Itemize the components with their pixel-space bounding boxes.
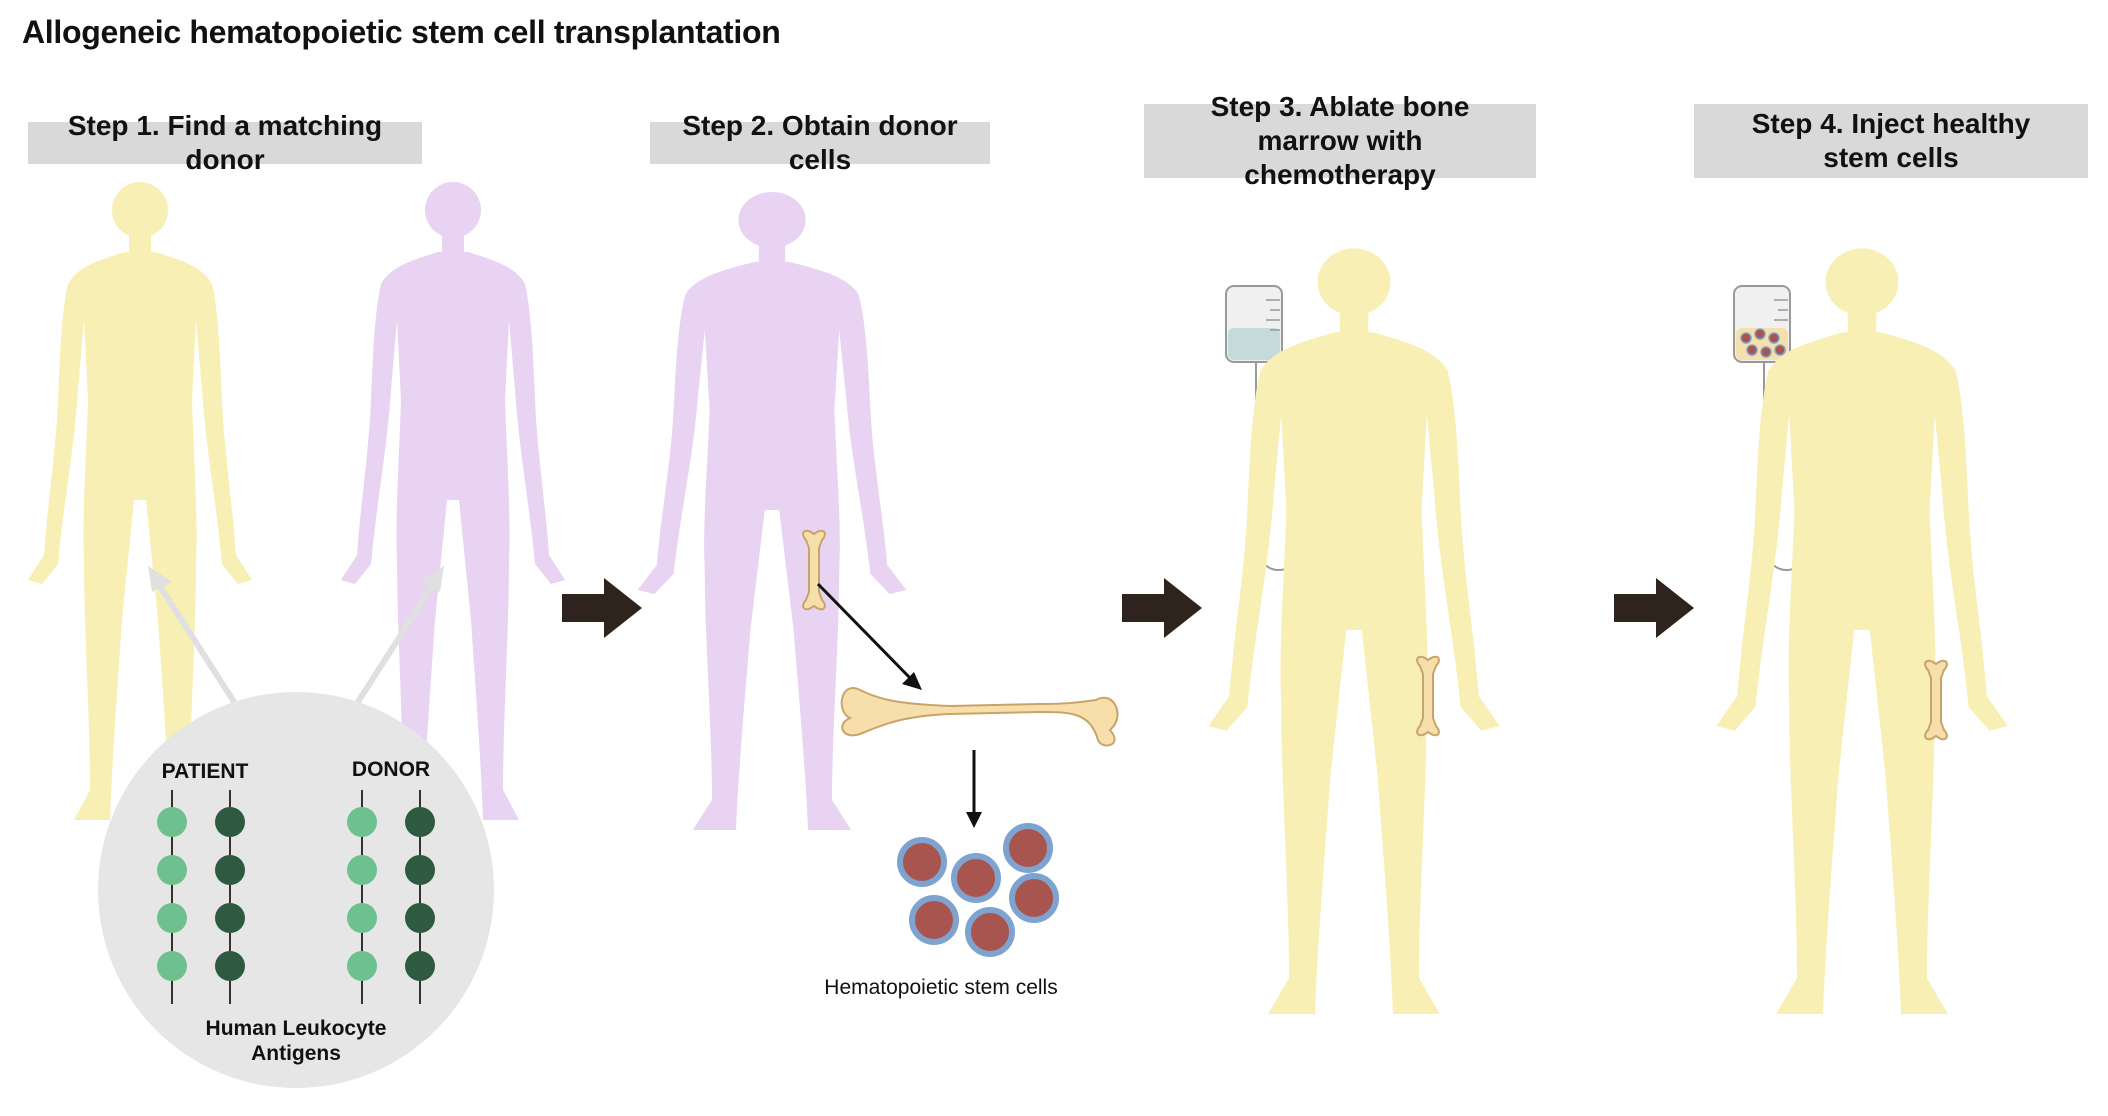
hla-caption: Human Leukocyte Antigens (205, 1017, 387, 1065)
stem-cells-cluster (897, 823, 1059, 957)
patient-chromosome-2 (215, 790, 245, 1004)
stem-cell (897, 837, 947, 887)
step-2-text: Step 2. Obtain donor cells (682, 110, 958, 175)
bag-cell (1774, 344, 1786, 356)
stem-cell (1003, 823, 1053, 873)
hla-panel (98, 692, 494, 1088)
patient-figure-step4 (1716, 248, 2008, 1014)
bag-cell (1754, 328, 1766, 340)
stem-cell (951, 853, 1001, 903)
bag-cell (1746, 344, 1758, 356)
donor-chromosome-1 (347, 790, 377, 1004)
step-1-text: Step 1. Find a matching donor (67, 110, 383, 175)
patient-chromosome-1 (157, 790, 187, 1004)
step-1-label: Step 1. Find a matching donor (28, 110, 422, 175)
donor-figure-step2 (637, 192, 907, 830)
stem-cell (1009, 873, 1059, 923)
step-4-text: Step 4. Inject healthy stem cells (1751, 108, 2031, 173)
step-2-label: Step 2. Obtain donor cells (650, 110, 990, 175)
bag-cell (1740, 332, 1752, 344)
patient-figure-step3 (1208, 248, 1500, 1014)
step-arrow-3 (1614, 578, 1694, 638)
bag-cell (1760, 346, 1772, 358)
femur-large (840, 687, 1119, 747)
iv-bag-stem-cells (1733, 285, 1813, 571)
down-arrow (966, 750, 982, 828)
step-arrow-2 (1122, 578, 1202, 638)
hla-patient-label: PATIENT (161, 760, 249, 783)
pointer-arrow-patient (148, 566, 239, 707)
step-3-label: Step 3. Ablate bone marrow with chemothe… (1144, 91, 1536, 190)
stem-cell (965, 907, 1015, 957)
stem-cells-caption: Hematopoietic stem cells (824, 976, 1058, 999)
zoom-arrow (816, 582, 922, 690)
hla-donor-label: DONOR (351, 758, 431, 781)
donor-chromosome-2 (405, 790, 435, 1004)
stem-cell (909, 895, 959, 945)
step-3-text: Step 3. Ablate bone marrow with chemothe… (1210, 91, 1470, 190)
bag-cell (1768, 332, 1780, 344)
step-4-label: Step 4. Inject healthy stem cells (1694, 104, 2088, 178)
diagram-title: Allogeneic hematopoietic stem cell trans… (22, 14, 781, 50)
iv-bag-chemo (1225, 285, 1305, 571)
step-arrow-1 (562, 578, 642, 638)
pointer-arrow-donor (353, 566, 444, 707)
